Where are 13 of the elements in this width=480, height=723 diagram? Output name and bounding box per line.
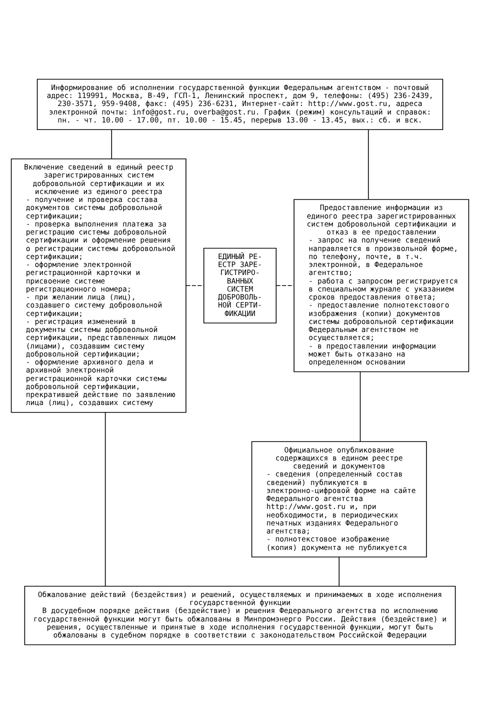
node-box: Обжалование действий (бездействия) и решений, осуществляемых и принимаемых в ходе исполнения государственной функции В досудебном порядке действия (бездействие) и решения Федерального агентства по исполнению государственной функции могут быть обжалованы в Минпромэнерго России. Действия (бездействие) и решения, осуществленные и принятые в ходе исполнения государственной функции, могут быть обжалованы в судебном порядке в соответствии с законодательством Российской Федерации [24,585,456,645]
connector [368,128,369,200]
node-box: Информирование об исполнении государственной функции Федеральным агентством - почтовый адрес: 119991, Москва, В-49, ГСП-1, Ленинский проспект, дом 9, телефоны: (495) 236-2439, 230-3571, 959-9408, факс: (495) 236-6231, Интернет-сайт: http://www.gost.ru, адреса электронной почты: info@gost.ru, overba@gost.ru. График (режим) консультаций и справок: пн. - чт. 10.00 - 17.00, пт. 10.00 - 15.45, перерыв 13.00 - 13.45, вых.: сб. и вск. [36,78,444,130]
connector [186,284,204,286]
connector [104,412,106,586]
node-box: Официальное опубликование содержащихся в едином реестре сведений и документов - сведения (определенный состав сведений) публикуются в электронно-цифровой форме на сайте Федерального агентства http://www.gost.ru и, при необходимости, в периодических печатных изданиях Федерального агентства; - полнотекстовое изображение (копия) документа не публикуется [251,440,427,557]
node-box: Включение сведений в единый реестр зарегистрированных систем добровольной сертификации и их исключение из единого реестра - получение и проверка состава документов системы добровольной сертификации; - проверка выполнения платежа за регистрацию системы добровольной сертификации и оформление решения о регистрации системы добровольной сертификации; - оформление электронной регистрационной карточки и присвоение системе регистрационного номера; - при желании лица (лиц), создавшего систему добровольной сертификации; - регистрация изменений в документы системы добровольной сертификации, представленных лицом (лицами), создавшим систему добровольной сертификации; - оформление архивного дела и архивной электронной регистрационной карточки системы добровольной сертификации, прекратившей действие по заявлению лица (лиц), создавших систему [10,158,186,412]
node-box: ЕДИНЫЙ РЕ- ЕСТР ЗАРЕ- ГИСТРИРО- ВАННЫХ СИСТЕМ ДОБРОВОЛЬ- НОЙ СЕРТИ- ФИКАЦИИ [203,247,277,323]
connector [276,284,294,286]
connector [338,556,340,586]
connector [111,128,112,159]
connector [360,371,361,442]
node-box: Предоставление информации из единого реестра зарегистрированных систем добровольной сертификации и отказ в ее предоставлении - запрос на получение сведений направляется в произвольной форме, по телефону, почте, в т.ч. электронной, в Федеральное агентство; - работа с запросом регистрируется в специальном журнале с указанием сроков предоставления ответа; - предоставление полнотекстового изображения (копии) документов системы добровольной сертификации Федеральным агентством не осуществляется; - в предоставлении информации может быть отказано на определенном основании [294,198,470,372]
